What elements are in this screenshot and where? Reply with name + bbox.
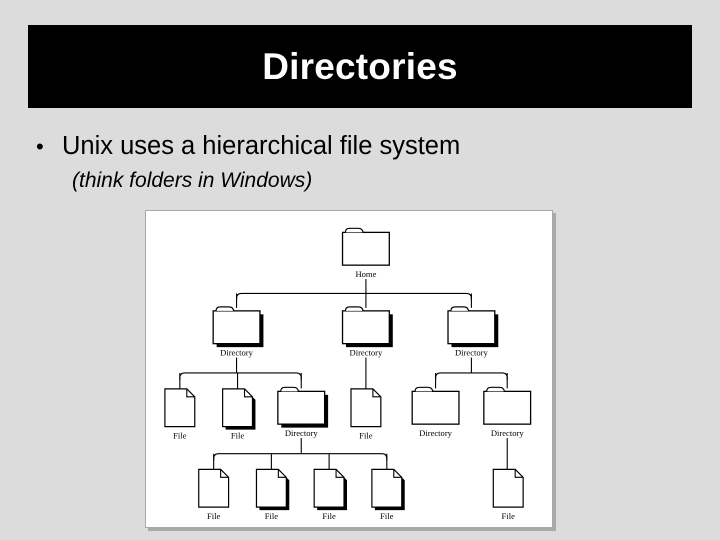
node-label: File (359, 431, 373, 441)
title-banner: Directories (28, 25, 692, 108)
bullet-item: • Unix uses a hierarchical file system (36, 131, 686, 161)
node-label: File (322, 511, 336, 521)
node-label: File (502, 511, 516, 521)
folder-node: Directory (447, 306, 499, 358)
file-node: File (255, 468, 290, 521)
node-label: Directory (491, 428, 524, 438)
file-node: File (492, 468, 524, 521)
node-label: Directory (220, 348, 253, 358)
folder-node: Directory (277, 386, 329, 438)
node-label: Directory (285, 428, 318, 438)
bullet-text: Unix uses a hierarchical file system (62, 132, 461, 160)
file-node: File (350, 388, 382, 441)
node-label: File (265, 511, 279, 521)
node-label: Directory (455, 348, 488, 358)
folder-node: Home (341, 227, 390, 279)
page-title: Directories (262, 46, 458, 87)
tree-edge-layer (179, 279, 508, 470)
file-node: File (313, 468, 348, 521)
body-content: • Unix uses a hierarchical file system (… (36, 131, 686, 193)
file-node: File (371, 468, 405, 521)
node-label: Directory (419, 428, 452, 438)
folder-node: Directory (212, 306, 264, 358)
folder-node: Directory (483, 386, 532, 438)
bullet-marker-icon: • (36, 134, 44, 159)
file-node: File (222, 388, 256, 441)
node-label: Home (355, 269, 376, 279)
bullet-subtext: (think folders in Windows) (72, 169, 313, 193)
folder-node: Directory (411, 386, 460, 438)
file-node: File (164, 388, 196, 441)
node-label: File (231, 431, 245, 441)
node-label: File (173, 431, 187, 441)
node-label: File (207, 511, 221, 521)
node-label: Directory (350, 348, 383, 358)
node-label: File (380, 511, 394, 521)
file-node: File (198, 468, 230, 521)
folder-node: Directory (341, 306, 393, 358)
